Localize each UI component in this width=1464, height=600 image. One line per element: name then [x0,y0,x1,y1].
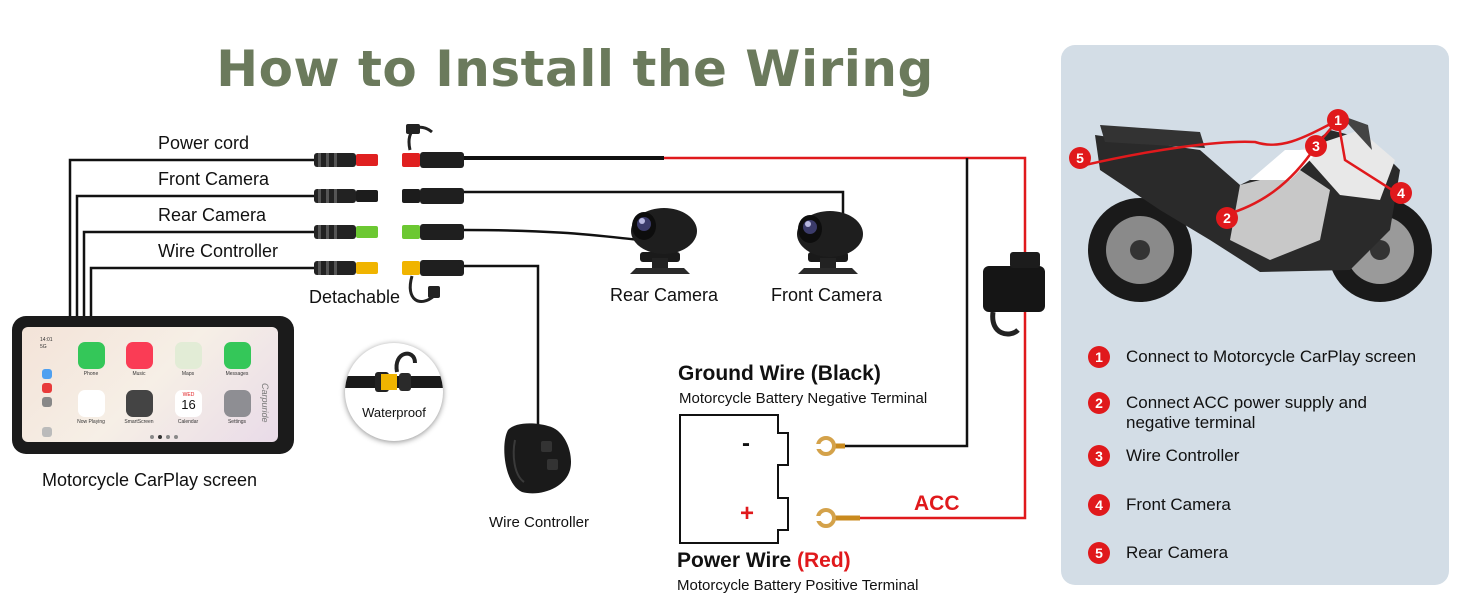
left-connectors [314,153,378,275]
minus-sign: - [742,430,750,457]
marker-3: 3 [1312,138,1320,154]
wire-controller-cable [89,266,315,318]
calendar-date: 16 [181,397,196,412]
label-rear-camera-cable: Rear Camera [158,205,267,225]
sidebar-maps-icon[interactable] [42,369,52,379]
terminal-negative [814,436,845,456]
ground-wire-subtitle: Motorcycle Battery Negative Terminal [679,390,928,407]
app-label-maps: Maps [181,371,195,377]
right-connectors [402,124,464,303]
brand-logo: Carpuride [260,383,270,423]
phone-app-icon[interactable] [78,342,105,369]
calendar-app-icon[interactable]: WED 16 [175,390,202,417]
rear-camera-wire [463,228,641,242]
acc-wire-red [664,156,1027,520]
messages-app-icon[interactable] [224,342,251,369]
label-wire-controller: Wire Controller [489,514,590,531]
label-front-camera: Front Camera [771,285,883,305]
rear-camera-cable [82,230,315,318]
app-label-messages: Messages [225,371,249,377]
app-label-smartscreen: SmartScreen [124,419,154,425]
front-camera-cable [75,194,315,318]
marker-5: 5 [1076,150,1084,166]
legend-text: Connect to Motorcycle CarPlay screen [1126,347,1417,366]
fuse-holder [983,252,1045,337]
page-title: How to Install the Wiring [216,40,934,98]
page-dot [150,435,154,439]
label-wire-controller-cable: Wire Controller [158,241,279,261]
controller-wire [464,264,540,425]
power-cord-cable [68,158,315,318]
legend-number: 1 [1088,346,1110,368]
ground-wire-black [845,158,969,448]
ground-wire-title: Ground Wire (Black) [678,362,881,385]
connector-front-left [314,189,378,203]
connector-controller-left [314,261,378,275]
status-signal: 5G [40,344,47,350]
waterproof-connector-icon [345,351,443,392]
power-wire-title-text: Power Wire [677,549,798,572]
screen-cables [68,158,315,318]
legend-number: 3 [1088,445,1110,467]
label-front-camera-cable: Front Camera [158,169,270,189]
label-rear-camera: Rear Camera [610,285,719,305]
status-time: 14:01 [40,337,53,343]
legend-number: 2 [1088,392,1110,414]
label-carplay-screen: Motorcycle CarPlay screen [42,470,258,490]
sidebar-grid-icon[interactable] [42,427,52,437]
battery-box [679,414,779,544]
front-camera-device [797,211,863,274]
waterproof-inset [345,343,443,441]
battery-positive-terminal [777,497,789,531]
connector-power-left [314,153,378,167]
label-power-cord: Power cord [158,133,250,153]
maps-app-icon[interactable] [175,342,202,369]
legend-item-1: 1 Connect to Motorcycle CarPlay screen [1088,346,1426,368]
power-wire-red-text: (Red) [797,549,851,572]
label-detachable: Detachable [309,287,401,307]
page-dot [166,435,170,439]
sidebar-netease-icon[interactable] [42,383,52,393]
marker-4: 4 [1397,185,1405,201]
app-label-phone: Phone [83,371,99,377]
app-label-calendar: Calendar [177,419,199,425]
marker-1: 1 [1334,112,1342,128]
settings-app-icon[interactable] [224,390,251,417]
legend-item-5: 5 Rear Camera [1088,542,1426,564]
calendar-day: WED [182,392,195,398]
legend-item-4: 4 Front Camera [1088,494,1426,516]
connector-rear-left [314,225,378,239]
battery-negative-terminal [777,432,789,466]
label-waterproof: Waterproof [362,405,426,420]
sidebar-camera-icon[interactable] [42,397,52,407]
legend-item-3: 3 Wire Controller [1088,445,1426,467]
app-label-music: Music [132,371,146,377]
legend-number: 4 [1088,494,1110,516]
wire-controller-device [504,423,572,494]
rear-camera-device [630,208,697,274]
page-dot [174,435,178,439]
legend-text: Front Camera [1126,495,1231,514]
music-app-icon[interactable] [126,342,153,369]
acc-label: ACC [914,492,960,515]
legend-number: 5 [1088,542,1110,564]
legend-text: Wire Controller [1126,446,1240,465]
power-wire-title: Power Wire (Red) [677,549,851,573]
app-label-now-playing: Now Playing [77,419,105,425]
plus-sign: + [740,500,755,527]
terminal-positive [814,508,860,528]
now-playing-app-icon[interactable] [78,390,105,417]
legend-item-2: 2 Connect ACC power supply and negative … [1088,392,1396,433]
smartscreen-app-icon[interactable] [126,390,153,417]
motorcycle-illustration: 1 2 3 4 5 [1069,109,1432,302]
app-label-settings: Settings [227,419,247,425]
legend-text: Connect ACC power supply and negative te… [1126,393,1367,432]
page-dot-active [158,435,162,439]
power-wire-subtitle: Motorcycle Battery Positive Terminal [677,577,919,594]
marker-2: 2 [1223,210,1231,226]
legend-text: Rear Camera [1126,543,1229,562]
